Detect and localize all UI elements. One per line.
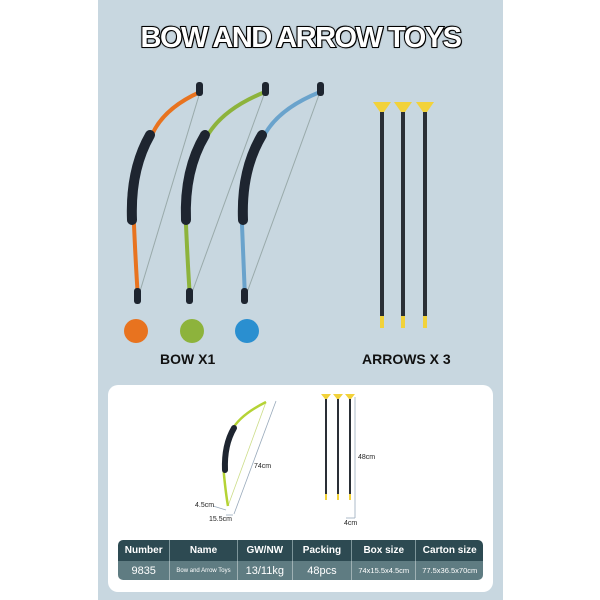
color-swatch-blue: [235, 319, 259, 343]
bow-quantity-label: BOW X1: [160, 351, 216, 367]
table-row: 9835 Bow and Arrow Toys 13/11kg 48pcs 74…: [118, 561, 483, 580]
cell-carton-size: 77.5x36.5x70cm: [415, 561, 483, 580]
bow-width-dimension: 15.5cm: [209, 516, 232, 523]
color-swatch-green: [180, 319, 204, 343]
header-packing: Packing: [292, 540, 353, 561]
header-carton-size: Carton size: [415, 540, 483, 561]
header-box-size: Box size: [351, 540, 417, 561]
header-name: Name: [169, 540, 238, 561]
bow-depth-dimension: 4.5cm: [195, 502, 215, 509]
bow-blue: [237, 82, 324, 304]
bow-orange: [126, 82, 203, 304]
color-swatch-orange: [124, 319, 148, 343]
arrows-quantity-label: ARROWS X 3: [362, 351, 451, 367]
arrow-length-dimension: 48cm: [358, 454, 376, 461]
product-illustration: [124, 82, 434, 343]
bow-length-dimension: 74cm: [254, 463, 272, 470]
arrow-width-dimension: 4cm: [344, 520, 358, 527]
header-number: Number: [118, 540, 171, 561]
spec-table: Number Name GW/NW Packing Box size Carto…: [118, 540, 483, 580]
table-header-row: Number Name GW/NW Packing Box size Carto…: [118, 540, 483, 561]
bow-green: [180, 82, 269, 304]
cell-packing: 48pcs: [292, 561, 353, 580]
cell-gw-nw: 13/11kg: [237, 561, 293, 580]
page-title: BOW AND ARROW TOYS: [140, 21, 463, 55]
cell-number: 9835: [118, 561, 171, 580]
cell-name: Bow and Arrow Toys: [169, 561, 238, 580]
cell-box-size: 74x15.5x4.5cm: [351, 561, 417, 580]
header-gw-nw: GW/NW: [237, 540, 293, 561]
arrows: [373, 102, 434, 328]
